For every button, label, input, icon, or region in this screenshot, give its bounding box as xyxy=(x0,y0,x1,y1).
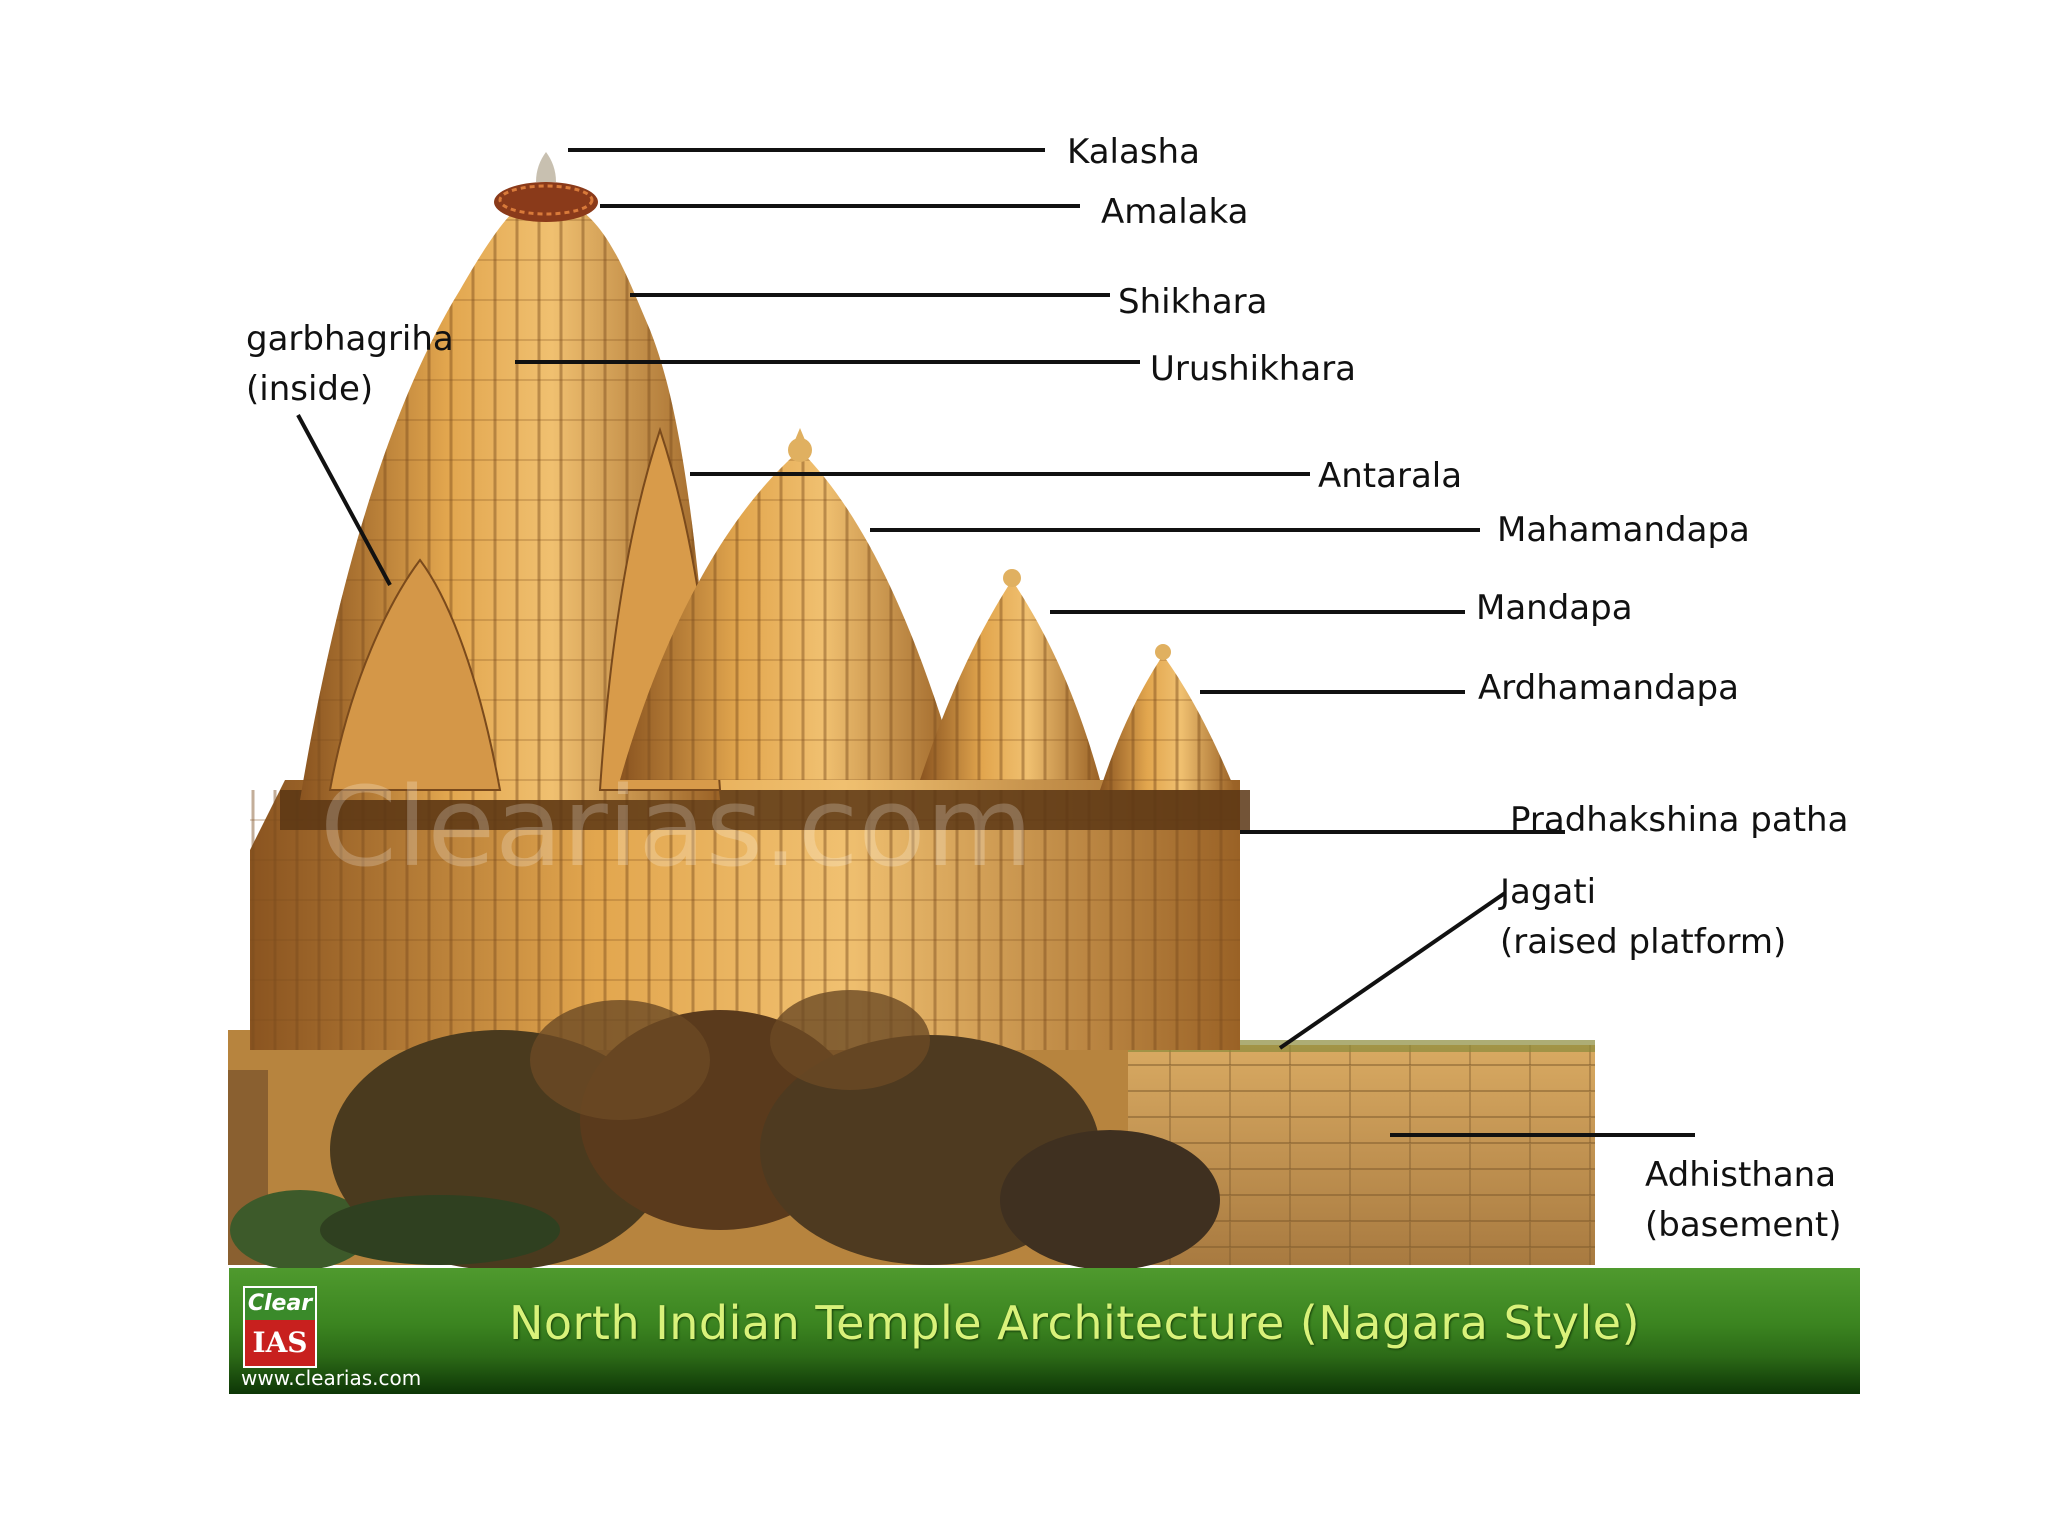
logo-ias-text: IAS xyxy=(245,1320,315,1366)
urushikhara-left xyxy=(328,558,502,791)
mandapa-finial xyxy=(1003,569,1021,587)
jagati-pointer xyxy=(1278,891,1507,1050)
label-garbhagriha-line2: (inside) xyxy=(246,369,374,409)
banner-title: North Indian Temple Architecture (Nagara… xyxy=(508,1296,1641,1350)
clearias-logo: Clear IAS xyxy=(243,1286,317,1368)
bush-8 xyxy=(320,1195,560,1265)
label-jagati-line2: (raised platform) xyxy=(1500,922,1787,962)
label-pradhakshina: Pradhakshina patha xyxy=(1510,800,1849,840)
foliage-group xyxy=(230,990,1220,1270)
label-antarala: Antarala xyxy=(1318,456,1463,496)
ardhamandapa-roof-ribs xyxy=(1100,655,1235,790)
label-mandapa: Mandapa xyxy=(1476,588,1633,628)
kalasha-shape xyxy=(536,152,556,182)
logo-clear-text: Clear xyxy=(245,1288,315,1320)
label-ardhamandapa: Ardhamandapa xyxy=(1478,668,1739,708)
title-banner: Clear IAS www.clearias.com North Indian … xyxy=(229,1268,1860,1394)
mahamandapa-finial-tip xyxy=(795,428,805,440)
label-garbhagriha-line1: garbhagriha xyxy=(246,319,454,359)
label-kalasha: Kalasha xyxy=(1067,132,1200,172)
amalaka-ridges xyxy=(498,184,594,216)
label-mahamandapa: Mahamandapa xyxy=(1497,510,1750,550)
bush-5 xyxy=(1000,1130,1220,1270)
watermark-text: Clearias.com xyxy=(320,763,1033,891)
label-adhisthana: Adhisthana (basement) xyxy=(1645,1150,1842,1250)
ardhamandapa-finial xyxy=(1155,644,1171,660)
label-jagati-line1: Jagati xyxy=(1500,872,1597,912)
mandapa-roof-ribs xyxy=(920,580,1100,780)
label-garbhagriha: garbhagriha (inside) xyxy=(246,314,454,414)
label-adhisthana-line2: (basement) xyxy=(1645,1205,1842,1245)
label-urushikhara: Urushikhara xyxy=(1150,349,1357,389)
pointer-lines xyxy=(296,148,1695,1137)
garbhagriha-pointer xyxy=(296,414,392,586)
bush-7 xyxy=(770,990,930,1090)
label-jagati: Jagati (raised platform) xyxy=(1500,867,1786,967)
mahamandapa-roof-ribs xyxy=(620,450,960,780)
label-adhisthana-line1: Adhisthana xyxy=(1645,1155,1837,1195)
amalaka-shape xyxy=(494,182,598,222)
label-amalaka: Amalaka xyxy=(1101,192,1249,232)
temple-body-ribs xyxy=(250,790,1240,1050)
bush-1 xyxy=(230,1190,370,1270)
mahamandapa-finial xyxy=(788,438,812,462)
logo-url: www.clearias.com xyxy=(241,1366,422,1390)
label-shikhara: Shikhara xyxy=(1118,282,1268,322)
bush-6 xyxy=(530,1000,710,1120)
